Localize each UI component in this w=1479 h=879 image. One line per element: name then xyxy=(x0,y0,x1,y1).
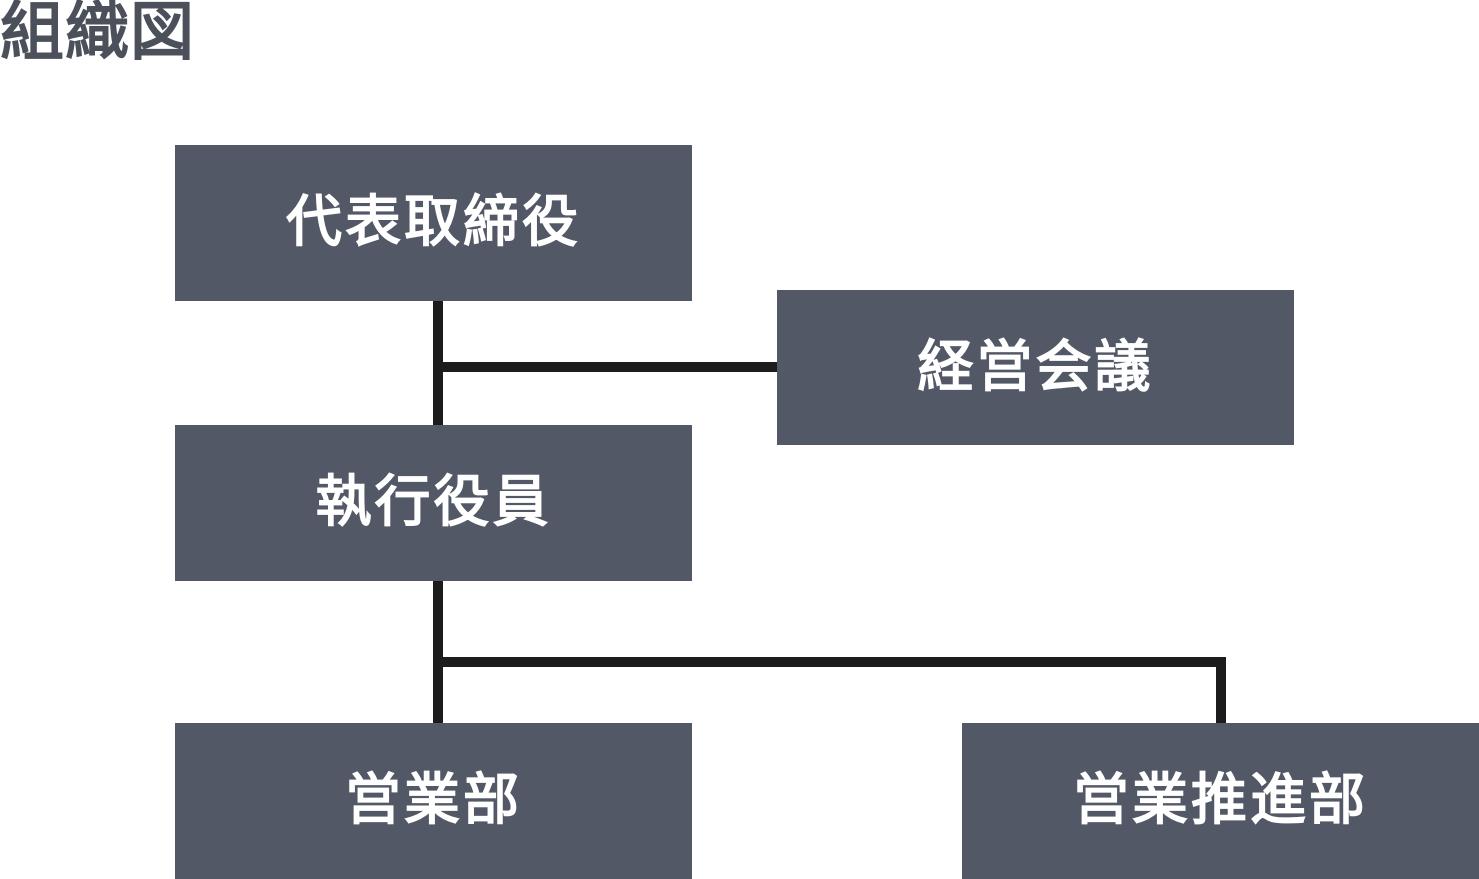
node-label: 代表取締役 xyxy=(286,190,581,255)
connector-to-sales-promotion-vertical xyxy=(1216,657,1226,723)
node-ceo: 代表取締役 xyxy=(175,145,692,301)
page-title: 組織図 xyxy=(0,0,195,70)
connector-executives-to-sales xyxy=(433,581,443,723)
node-sales: 営業部 xyxy=(175,723,692,879)
node-label: 執行役員 xyxy=(315,470,552,535)
connector-to-sales-promotion-horizontal xyxy=(433,657,1226,667)
node-label: 経営会議 xyxy=(917,334,1154,400)
node-label: 営業推進部 xyxy=(1073,768,1368,833)
node-sales-promotion: 営業推進部 xyxy=(962,723,1479,879)
node-executives: 執行役員 xyxy=(175,425,692,581)
node-board: 経営会議 xyxy=(777,290,1294,445)
connector-to-board xyxy=(433,362,777,372)
node-label: 営業部 xyxy=(345,768,522,833)
